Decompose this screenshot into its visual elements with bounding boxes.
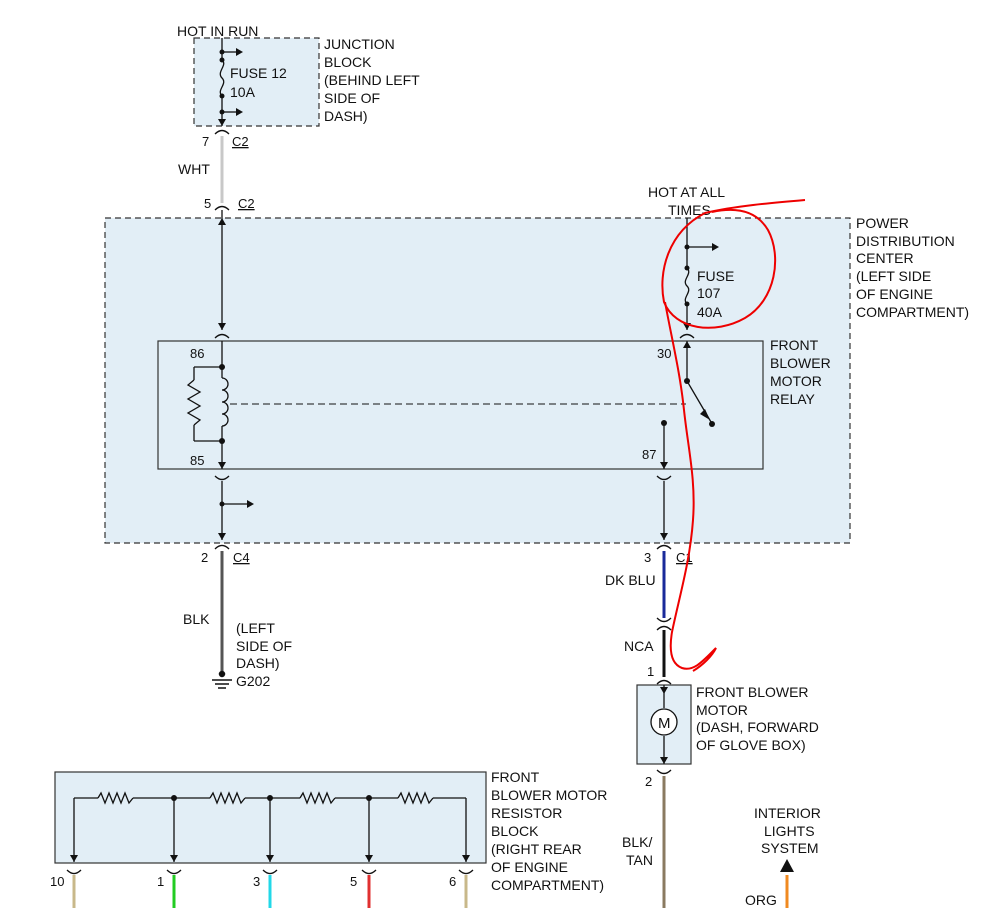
fuse-107-name: FUSE [697,268,734,284]
connector-c2-pdc [214,205,230,211]
motor-name-4: OF GLOVE BOX) [696,737,806,753]
resistor-name-4: BLOCK [491,823,539,839]
resistor-name-7: COMPARTMENT) [491,877,604,893]
fuse-107-rating: 40A [697,304,723,320]
relay-coil-dots [218,364,226,469]
motor-name-2: MOTOR [696,702,748,718]
pdc-desc-5: OF ENGINE [856,286,933,302]
hot-in-run-label: HOT IN RUN [177,23,258,39]
resistor-pin-1: 1 [157,874,164,889]
resistor-pin-connectors [66,869,474,875]
connector-c1 [656,544,672,550]
junction-connector-c2: C2 [232,134,249,149]
fuse-12-rating: 10A [230,84,256,100]
relay-switch-dots [660,341,715,469]
resistor-name-5: (RIGHT REAR [491,841,582,857]
ground-pin-2: 2 [201,550,208,565]
pdc-pin-5: 5 [204,196,211,211]
junction-arrowheads [218,48,243,126]
resistor-pin-3: 3 [253,874,260,889]
resistor-junctions [70,795,470,862]
resistor-name-3: RESISTOR [491,805,562,821]
pdc-connector-c2: C2 [238,196,255,211]
pdc-lower-wires [221,481,665,540]
resistor-pin-6: 6 [449,874,456,889]
nca-label: NCA [624,638,654,654]
junction-desc-1: JUNCTION [324,36,395,52]
relay-name-3: MOTOR [770,373,822,389]
interior-label-1: INTERIOR [754,805,821,821]
ground-id: G202 [236,673,270,689]
hot-at-all-times-1: HOT AT ALL [648,184,725,200]
resistor-name-6: OF ENGINE [491,859,568,875]
hot-at-all-times-2: TIMES [668,202,711,218]
motor-out-arrow [660,757,668,764]
ground-icon [212,670,232,689]
pdc-desc-1: POWER [856,215,909,231]
relay-pin-86: 86 [190,346,204,361]
connector-c4 [214,544,230,550]
motor-name-1: FRONT BLOWER [696,684,809,700]
wht-wire-label: WHT [178,161,210,177]
resistor-name-1: FRONT [491,769,540,785]
junction-pin-7: 7 [202,134,209,149]
blk-tan-label-2: TAN [626,852,653,868]
junction-desc-2: BLOCK [324,54,372,70]
nca-connector-bottom [656,625,672,631]
relay-coil-connector-top [214,333,230,339]
junction-desc-5: DASH) [324,108,368,124]
feed-arrow-bottom [218,323,226,330]
blk-tan-label-1: BLK/ [622,834,652,850]
motor-pin-2: 2 [645,774,652,789]
junction-block-box [193,37,320,127]
pdc-lower-arrows [218,500,668,540]
pdc-desc-2: DISTRIBUTION [856,233,955,249]
relay-pin-30: 30 [657,346,671,361]
feed-arrow-top [218,218,226,225]
ground-loc-2: SIDE OF [236,638,292,654]
red-annotation-line [664,301,717,672]
motor-input-connector [656,679,672,685]
org-wire-label: ORG [745,892,777,908]
motor-pin-1: 1 [647,664,654,679]
motor-feed-pin-3: 3 [644,550,651,565]
junction-desc-4: SIDE OF [324,90,380,106]
motor-icon [650,685,678,764]
relay-switch-connector-bottom [656,475,672,481]
ground-connector-c4: C4 [233,550,250,565]
resistor-name-2: BLOWER MOTOR [491,787,607,803]
relay-name-2: BLOWER [770,355,831,371]
motor-name-3: (DASH, FORWARD [696,719,819,735]
relay-coil [186,341,686,469]
relay-coil-connector-bottom [214,475,230,481]
pdc-desc-6: COMPARTMENT) [856,304,969,320]
interior-arrow-icon [780,859,794,872]
relay-box [157,340,764,470]
relay-name-1: FRONT [770,337,819,353]
pdc-desc-4: (LEFT SIDE [856,268,931,284]
ground-loc-3: DASH) [236,655,280,671]
dk-blu-label: DK BLU [605,572,656,588]
relay-switch-connector-top [679,333,695,339]
fuse-12-name: FUSE 12 [230,65,287,81]
relay-name-4: RELAY [770,391,816,407]
blk-wire-label: BLK [183,611,210,627]
junction-desc-3: (BEHIND LEFT [324,72,420,88]
ground-loc-1: (LEFT [236,620,275,636]
fuse-107-number: 107 [697,285,721,301]
resistor-pin-10: 10 [50,874,64,889]
motor-in-arrow [660,687,668,694]
interior-label-3: SYSTEM [761,840,819,856]
relay-pin-85: 85 [190,453,204,468]
resistor-pin-5: 5 [350,874,357,889]
relay-pin-87: 87 [642,447,656,462]
nca-connector-top [656,617,672,623]
red-annotation-circle [661,199,806,329]
interior-label-2: LIGHTS [764,823,815,839]
connector-c2-junction [214,129,230,135]
motor-symbol: M [658,715,671,732]
pdc-desc-3: CENTER [856,250,914,266]
motor-output-connector [656,769,672,775]
